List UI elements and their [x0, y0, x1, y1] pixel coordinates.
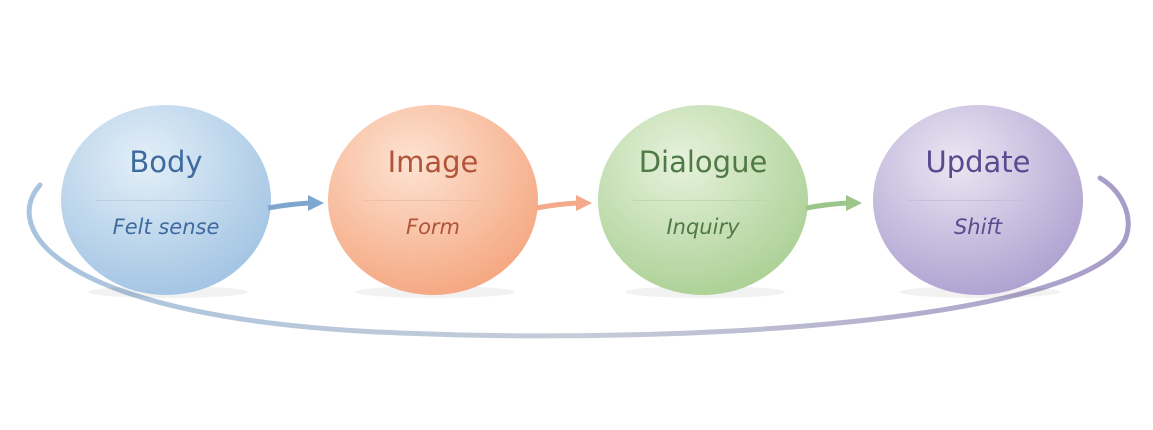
stage-subtitle: Shift: [953, 215, 1003, 239]
divider: [363, 200, 503, 201]
arrow-icon: [267, 195, 324, 211]
stage-subtitle: Form: [405, 215, 461, 239]
divider: [908, 200, 1048, 201]
stage-subtitle: Inquiry: [666, 215, 740, 239]
divider: [633, 200, 773, 201]
stage-title: Image: [387, 145, 479, 179]
stage-title: Body: [129, 145, 203, 179]
stage-title: Dialogue: [638, 145, 768, 179]
cycle-loop: [26, 175, 1131, 339]
stage-update: Update Shift: [873, 105, 1083, 295]
stage-dialogue: Dialogue Inquiry: [598, 105, 808, 295]
stage-title: Update: [925, 145, 1031, 179]
arrow-icon: [535, 195, 592, 211]
stage-subtitle: Felt sense: [112, 215, 220, 239]
stage-body: Body Felt sense: [61, 105, 271, 295]
divider: [96, 200, 236, 201]
arrow-icon: [805, 195, 862, 211]
stage-image: Image Form: [328, 105, 538, 295]
